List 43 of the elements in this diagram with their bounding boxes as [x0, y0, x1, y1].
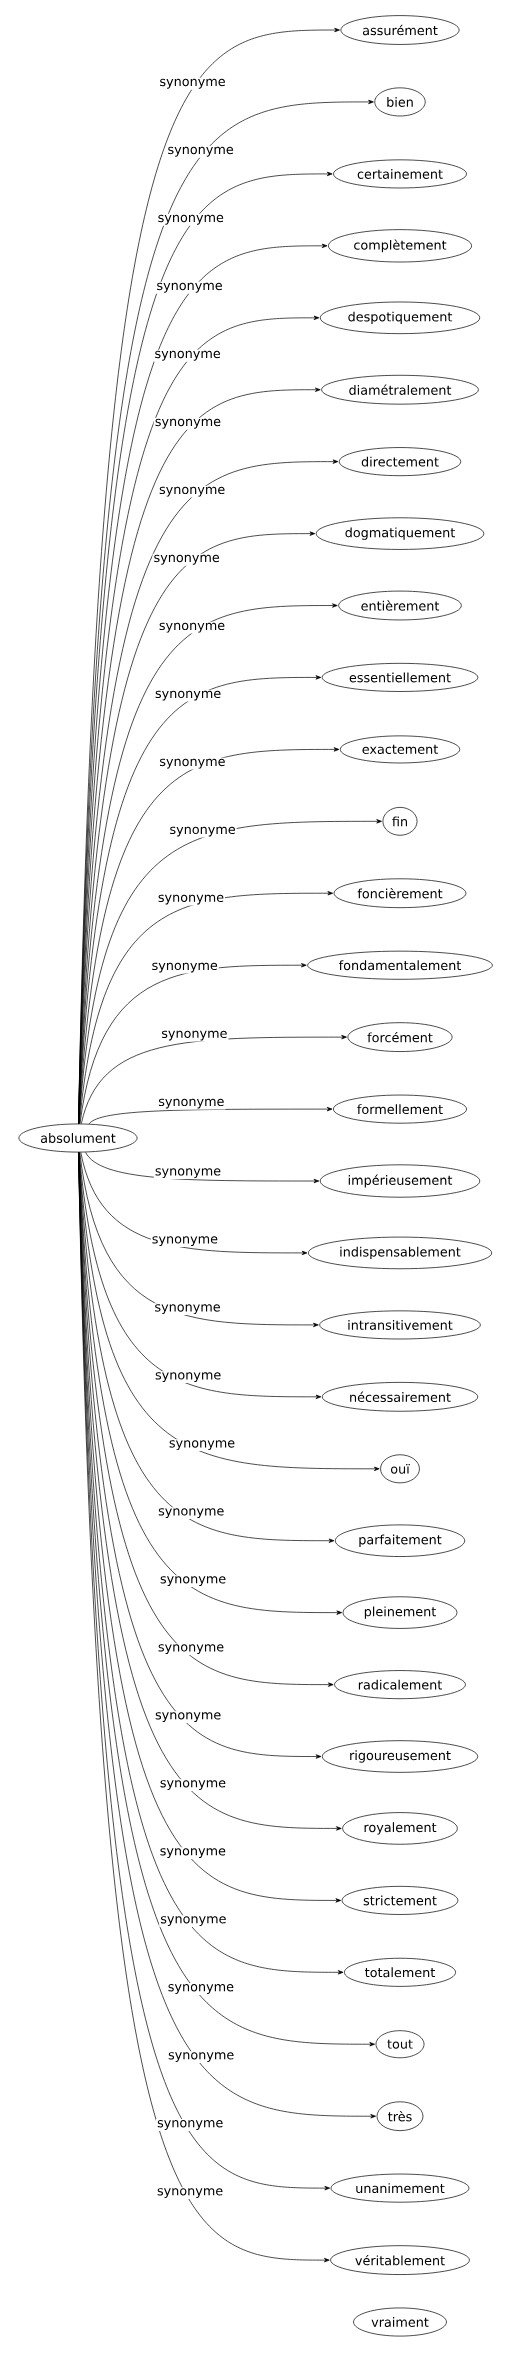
edge-label: synonyme	[158, 757, 227, 770]
edge-label: synonyme	[157, 1097, 226, 1110]
edge-label: synonyme	[157, 1507, 226, 1520]
arrow	[79, 963, 307, 1124]
edge-label: synonyme	[158, 1847, 227, 1860]
arrow	[78, 675, 322, 1124]
edge-label: synonyme	[152, 553, 221, 566]
arrow	[78, 1152, 335, 1543]
edge-label: synonyme	[156, 1643, 226, 1656]
edge-label: synonyme	[153, 1167, 223, 1180]
edge-label: synonyme	[158, 485, 227, 498]
arrow	[81, 1034, 347, 1124]
edge-label: synonyme	[155, 281, 224, 294]
edge-label: synonyme	[158, 77, 227, 90]
edge-label: synonyme	[166, 1983, 235, 1995]
arrow	[78, 1152, 322, 1759]
edge-label: synonyme	[154, 1711, 223, 1723]
edge-label: synonyme	[156, 893, 226, 906]
edge-label: synonyme	[166, 145, 235, 158]
arrow	[85, 1151, 320, 1184]
edge-label: synonyme	[154, 1371, 223, 1384]
edge-label: synonyme	[150, 961, 219, 974]
edge-label: synonyme	[153, 1303, 222, 1316]
edge-label: synonyme	[158, 1779, 228, 1791]
edge-label: synonyme	[167, 2051, 236, 2063]
edge-label: synonyme	[167, 1439, 237, 1452]
edge-label: synonyme	[155, 2187, 225, 2199]
edge-label: synonyme	[156, 213, 225, 226]
edge-label: synonyme	[156, 2119, 225, 2131]
arrow	[79, 1152, 319, 1328]
edge-label: synonyme	[153, 349, 222, 362]
edge-label: synonyme	[153, 417, 223, 430]
arrow	[79, 891, 334, 1124]
edge-label: synonyme	[159, 1915, 228, 1927]
edge-label: synonyme	[160, 1029, 229, 1042]
arrow	[88, 1106, 333, 1125]
edge-label: synonyme	[168, 825, 237, 838]
edge-label: synonyme	[158, 1575, 228, 1587]
edge-label: synonyme	[153, 689, 223, 702]
edge-label: synonyme	[150, 1235, 219, 1248]
arrow	[80, 1152, 308, 1256]
edge-label: synonyme	[157, 621, 227, 634]
arrow	[78, 819, 382, 1124]
